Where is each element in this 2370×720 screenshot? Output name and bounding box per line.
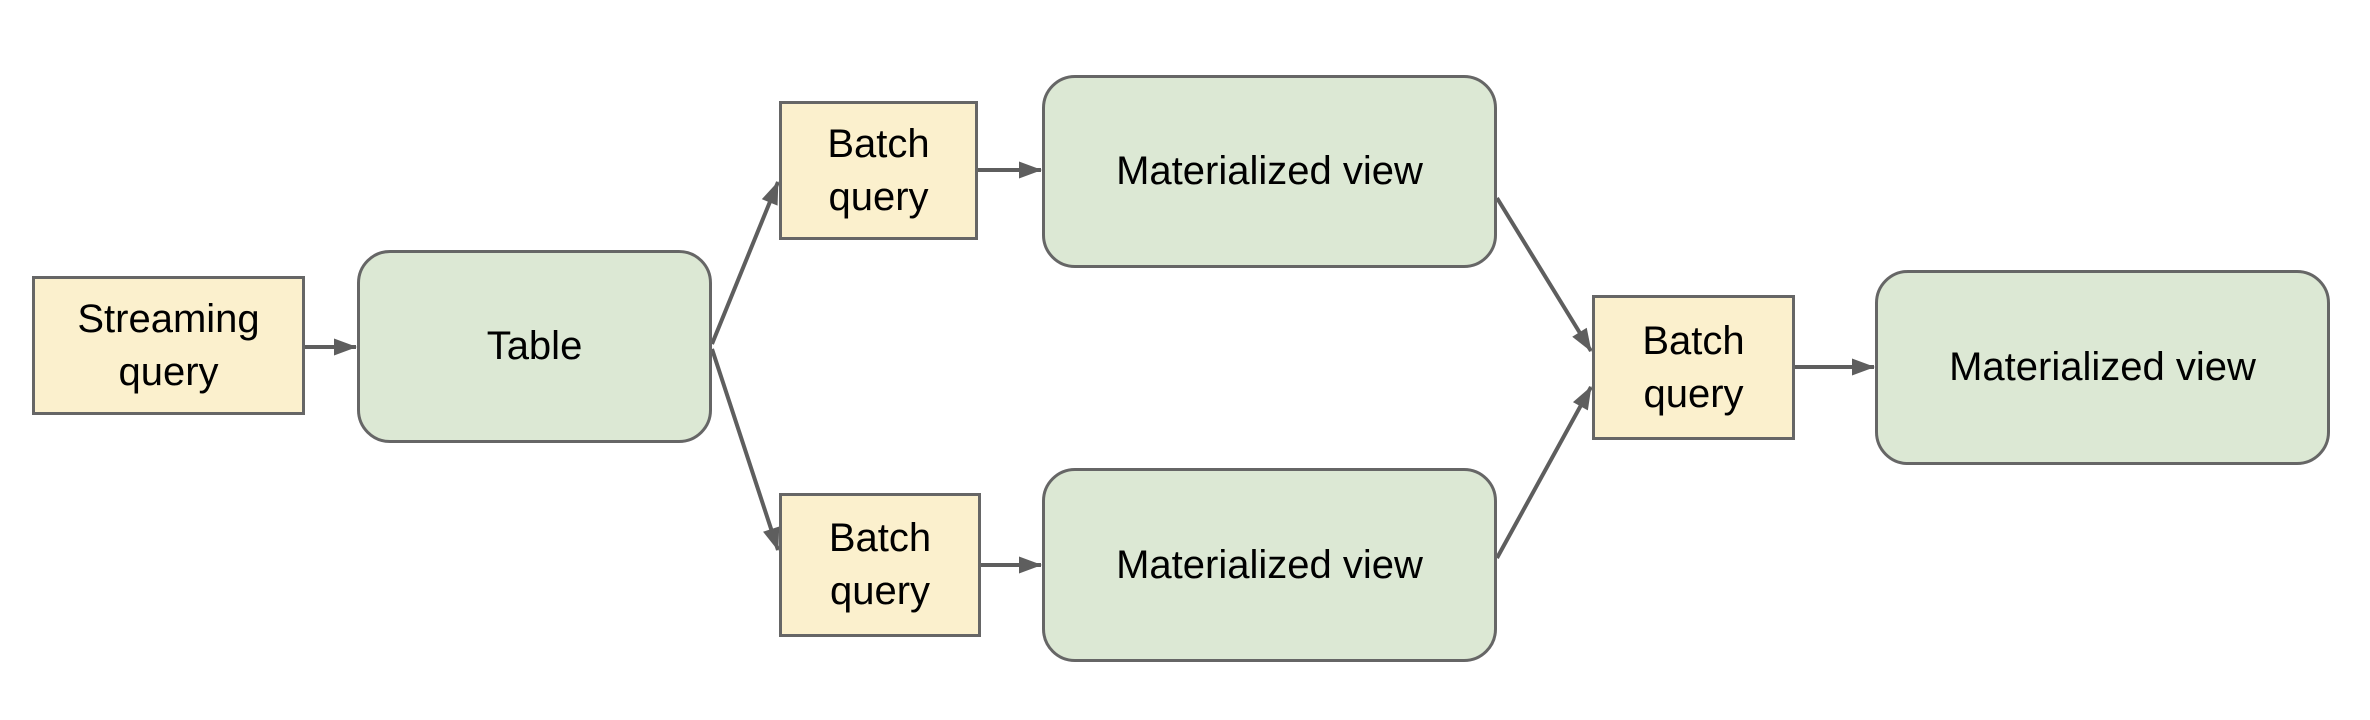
arrow-table-to-batch-top [710,181,780,345]
node-streaming-query: Streaming query [32,276,305,415]
arrow-mv-bottom-to-batch-final [1495,386,1593,559]
arrow-mv-top-to-batch-final [1495,196,1593,353]
node-materialized-view-bottom: Materialized view [1042,468,1497,662]
node-table: Table [357,250,712,443]
node-batch-query-top: Batch query [779,101,978,240]
node-batch-query-bottom: Batch query [779,493,981,637]
arrow-table-to-batch-bottom [710,348,780,551]
node-materialized-view-top: Materialized view [1042,75,1497,268]
node-batch-query-final: Batch query [1592,295,1795,440]
node-materialized-view-final: Materialized view [1875,270,2330,465]
